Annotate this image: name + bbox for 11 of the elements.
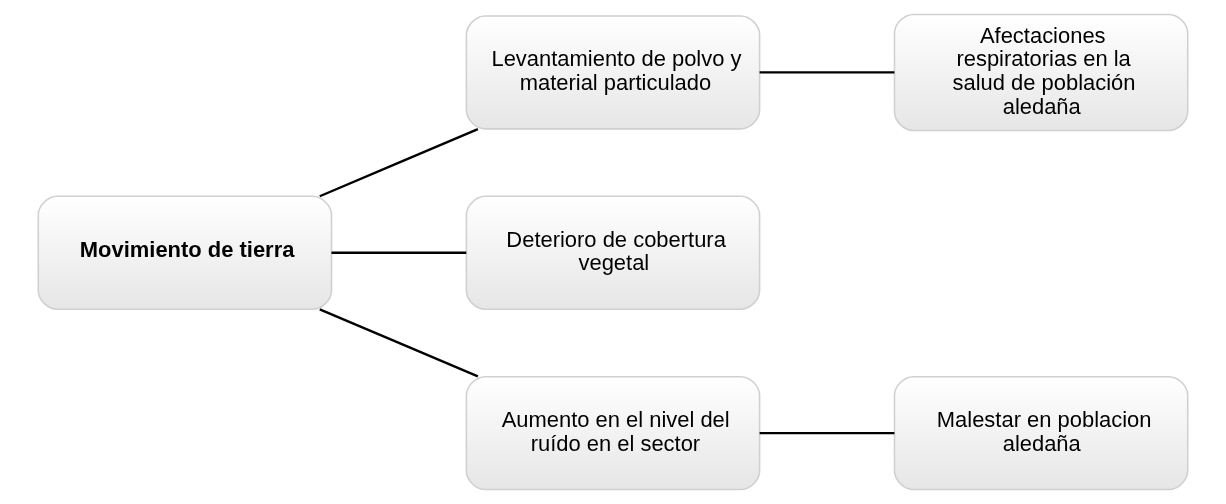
node-box: Levantamiento de polvo y material particulado <box>465 15 761 130</box>
connector <box>759 431 895 435</box>
node-box: Aumento en el nivel del ruído en el sector <box>465 375 761 491</box>
node-box: Deterioro de cobertura vegetal <box>465 195 761 311</box>
node-box: Afectaciones respiratorias en la salud de población aledaña <box>893 13 1189 132</box>
connector <box>319 308 479 378</box>
node-box: Movimiento de tierra <box>37 195 333 311</box>
connector <box>331 251 467 254</box>
connector <box>319 128 479 198</box>
node-box: Malestar en poblacion aledaña <box>893 375 1189 491</box>
connector <box>759 71 895 74</box>
